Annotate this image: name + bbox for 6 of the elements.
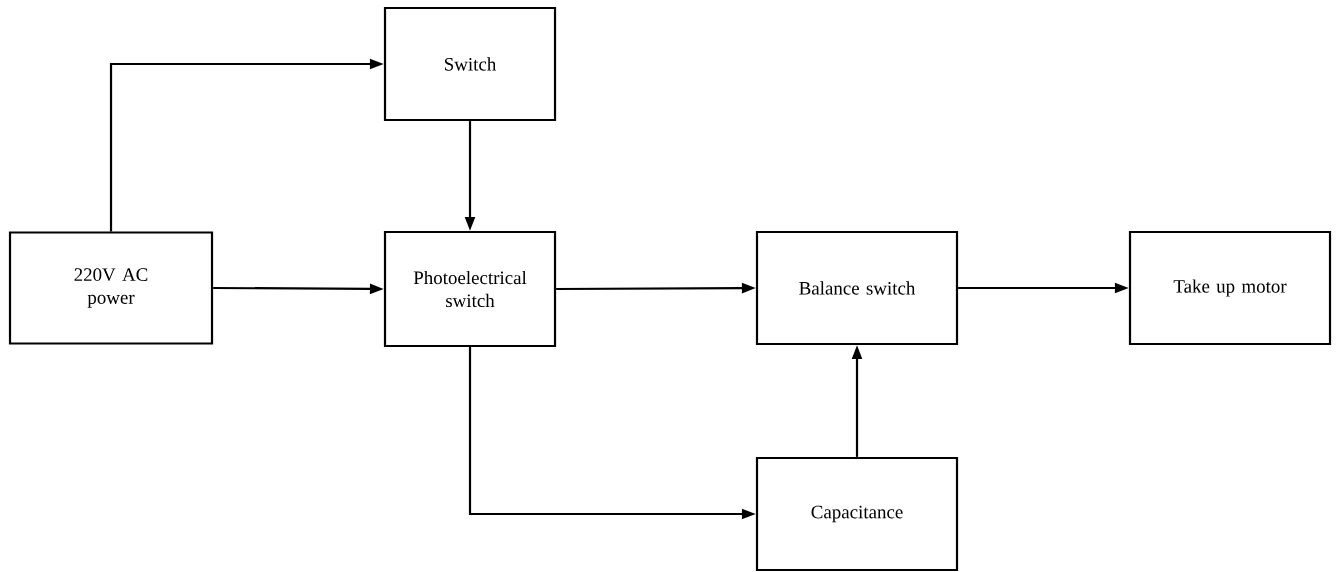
process-box: Balance switch bbox=[755, 230, 959, 346]
process-box: Capacitance bbox=[755, 456, 959, 572]
process-box: Photoelectrical switch bbox=[383, 230, 557, 348]
process-box: Take up motor bbox=[1128, 230, 1332, 346]
process-box: 220V AC power bbox=[8, 231, 214, 345]
process-box: Switch bbox=[383, 6, 557, 122]
